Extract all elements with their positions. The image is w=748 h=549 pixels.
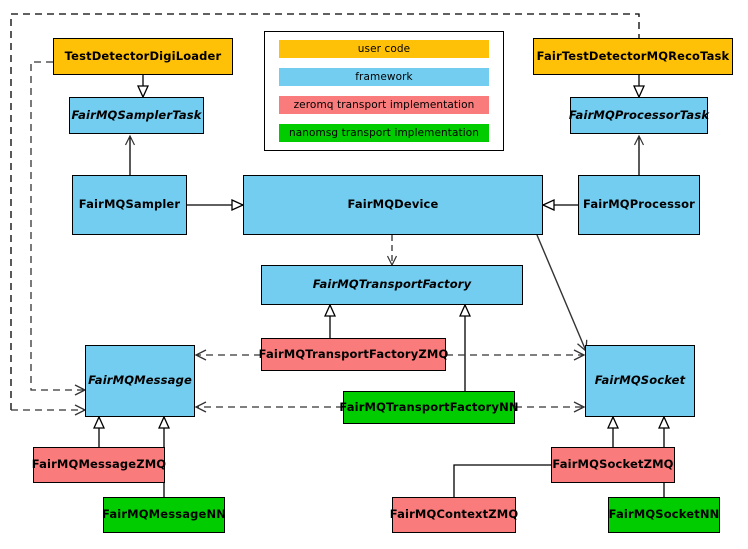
class-node-FairMQMessageZMQ[interactable]: FairMQMessageZMQ [31, 447, 167, 483]
wire-device-socket [536, 234, 588, 353]
class-node-FairMQSocket[interactable]: FairMQSocket [585, 345, 695, 417]
legend-row-user-code: user code [279, 40, 489, 58]
class-node-FairMQProcessorTask[interactable]: FairMQProcessorTask [568, 97, 710, 134]
class-node-label: FairMQTransportFactory [312, 277, 472, 292]
class-node-FairMQMessageNN[interactable]: FairMQMessageNN [102, 497, 226, 533]
class-node-TestDetectorDigiLoader[interactable]: TestDetectorDigiLoader [53, 38, 233, 75]
class-node-label: FairMQSampler [78, 197, 181, 212]
class-node-label: FairMQMessage [88, 373, 192, 388]
class-node-label: FairMQProcessorTask [568, 107, 710, 122]
color-legend: user code framework zeromq transport imp… [264, 31, 504, 151]
class-node-FairMQSamplerTask[interactable]: FairMQSamplerTask [69, 97, 204, 134]
legend-row-zeromq: zeromq transport implementation [279, 96, 489, 114]
class-node-label: FairMQMessageZMQ [31, 457, 167, 472]
class-node-FairMQMessage[interactable]: FairMQMessage [85, 345, 195, 417]
class-node-label: TestDetectorDigiLoader [64, 48, 222, 63]
class-node-label: FairMQSocketNN [608, 507, 720, 522]
class-node-label: FairMQProcessor [583, 197, 695, 212]
class-node-FairMQSampler[interactable]: FairMQSampler [72, 175, 187, 235]
class-node-FairMQProcessor[interactable]: FairMQProcessor [578, 175, 700, 235]
class-node-FairMQContextZMQ[interactable]: FairMQContextZMQ [389, 497, 519, 533]
class-node-FairMQTransportFactory[interactable]: FairMQTransportFactory [261, 265, 523, 305]
class-node-label: FairTestDetectorMQRecoTask [536, 48, 730, 63]
class-node-FairMQDevice[interactable]: FairMQDevice [243, 175, 543, 235]
class-node-label: FairMQSocket [594, 373, 686, 388]
class-node-label: FairMQSamplerTask [71, 107, 202, 122]
class-node-FairTestDetectorMQRecoTask[interactable]: FairTestDetectorMQRecoTask [533, 38, 733, 75]
class-node-FairMQSocketNN[interactable]: FairMQSocketNN [608, 497, 720, 533]
legend-label-zeromq: zeromq transport implementation [293, 99, 475, 111]
class-node-FairMQTransportFactoryNN[interactable]: FairMQTransportFactoryNN [339, 391, 519, 424]
legend-row-framework: framework [279, 68, 489, 86]
wire-socketzmq-contextzmq [453, 459, 567, 497]
legend-label-user-code: user code [357, 43, 411, 55]
legend-row-nanomsg: nanomsg transport implementation [279, 124, 489, 142]
class-node-FairMQSocketZMQ[interactable]: FairMQSocketZMQ [551, 447, 675, 483]
legend-label-framework: framework [355, 71, 413, 83]
class-node-label: FairMQSocketZMQ [552, 457, 674, 472]
class-node-label: FairMQContextZMQ [389, 507, 519, 522]
class-node-FairMQTransportFactoryZMQ[interactable]: FairMQTransportFactoryZMQ [258, 338, 449, 371]
legend-label-nanomsg: nanomsg transport implementation [288, 127, 480, 139]
class-node-label: FairMQTransportFactoryNN [339, 399, 519, 414]
class-node-label: FairMQTransportFactoryZMQ [258, 346, 449, 361]
class-node-label: FairMQMessageNN [102, 507, 226, 522]
class-node-label: FairMQDevice [347, 197, 439, 212]
